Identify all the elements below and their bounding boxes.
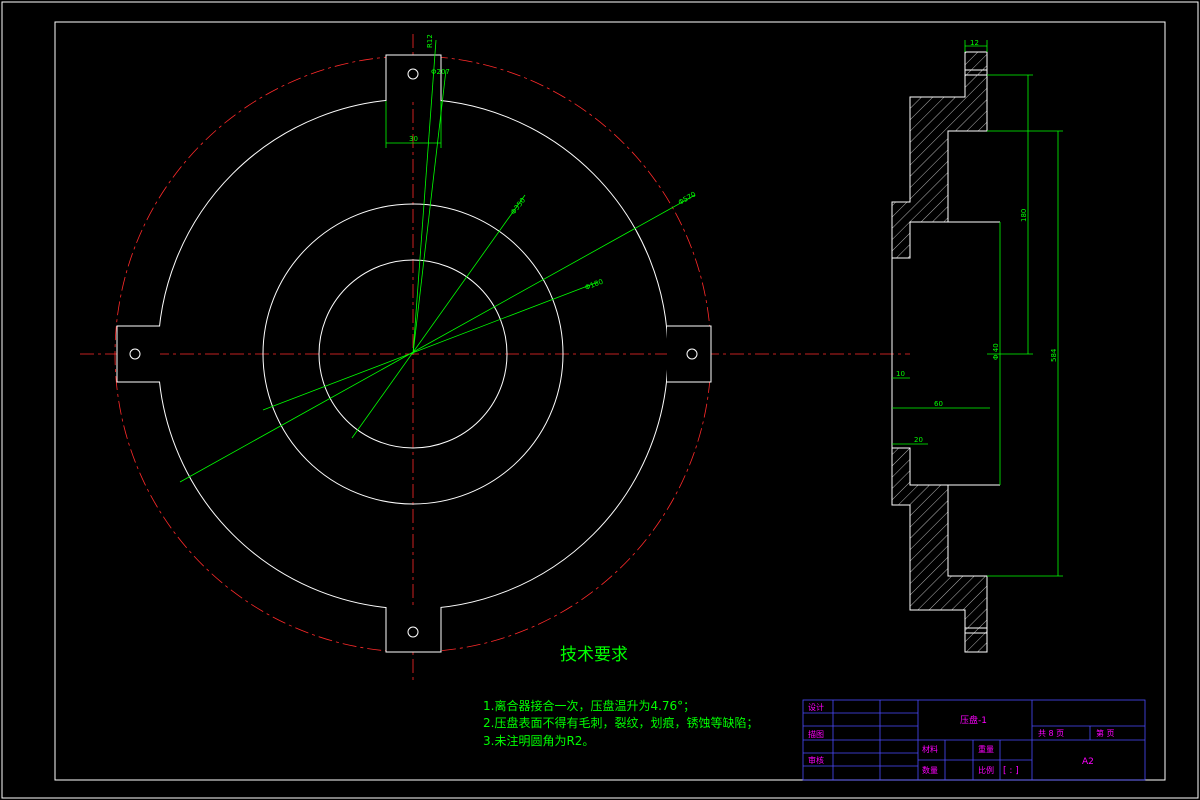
tb-weight: 重量 xyxy=(978,744,994,754)
lug-left xyxy=(116,325,160,383)
dim-w1: 10 xyxy=(896,370,905,378)
title-block xyxy=(802,699,1146,781)
requirements-title: 技术要求 xyxy=(560,645,628,665)
flange-lines xyxy=(965,69,987,634)
tb-draw: 描图 xyxy=(808,729,824,739)
hub-outline xyxy=(891,221,1000,486)
tb-part-name: 压盘-1 xyxy=(960,714,987,726)
front-dimension-lines xyxy=(179,39,696,483)
lug-right xyxy=(667,325,712,383)
tb-paper: A2 xyxy=(1082,757,1094,767)
tb-design: 设计 xyxy=(808,702,824,712)
tb-review: 审核 xyxy=(808,755,824,765)
lug-top xyxy=(385,54,442,101)
tb-scale: 比例 xyxy=(978,765,994,775)
dim-center-dia: Φ180 xyxy=(584,278,604,292)
dim-hole-radius: R12 xyxy=(426,34,434,48)
tb-sheet-no: 第 页 xyxy=(1096,728,1115,738)
section-hatch-upper xyxy=(891,51,988,259)
technical-requirements: 技术要求 1.离合器接合一次，压盘温升为4.76°； 2.压盘表面不得有毛刺，裂… xyxy=(483,645,758,748)
tb-sheet-total: 共 8 页 xyxy=(1038,729,1064,738)
front-view: R12 Φ207 30 Φ350 Φ570 Φ180 xyxy=(80,34,910,680)
dim-inner-ring: Φ350 xyxy=(509,196,527,216)
inner-frame xyxy=(54,21,1166,781)
tb-scale-value: [ : ] xyxy=(1003,766,1019,776)
requirement-3: 3.未注明圆角为R2。 xyxy=(483,733,594,748)
dim-outer-dia: Φ570 xyxy=(677,190,697,206)
dim-top-width: 12 xyxy=(970,39,979,47)
inner-circle xyxy=(318,259,508,449)
dim-d2: 584 xyxy=(1050,348,1058,362)
tb-quantity: 数量 xyxy=(922,765,938,775)
dim-w2: 60 xyxy=(934,400,943,408)
dim-w3: 20 xyxy=(914,436,923,444)
lug-bottom xyxy=(385,607,442,653)
dim-hole-dia: Φ207 xyxy=(431,68,450,76)
dim-d3: Φ 40 xyxy=(992,343,1000,360)
section-hatch-lower xyxy=(891,447,988,653)
requirement-2: 2.压盘表面不得有毛刺，裂纹，划痕，锈蚀等缺陷； xyxy=(483,715,758,730)
requirement-1: 1.离合器接合一次，压盘温升为4.76°； xyxy=(483,698,695,713)
side-dimension-lines xyxy=(892,40,1063,577)
middle-circle xyxy=(262,203,564,505)
dim-tab-width: 30 xyxy=(409,135,418,143)
side-section-view: 12 180 584 Φ 40 10 60 20 xyxy=(891,39,1063,653)
dim-d1: 180 xyxy=(1020,209,1028,222)
tb-material: 材料 xyxy=(922,744,938,754)
